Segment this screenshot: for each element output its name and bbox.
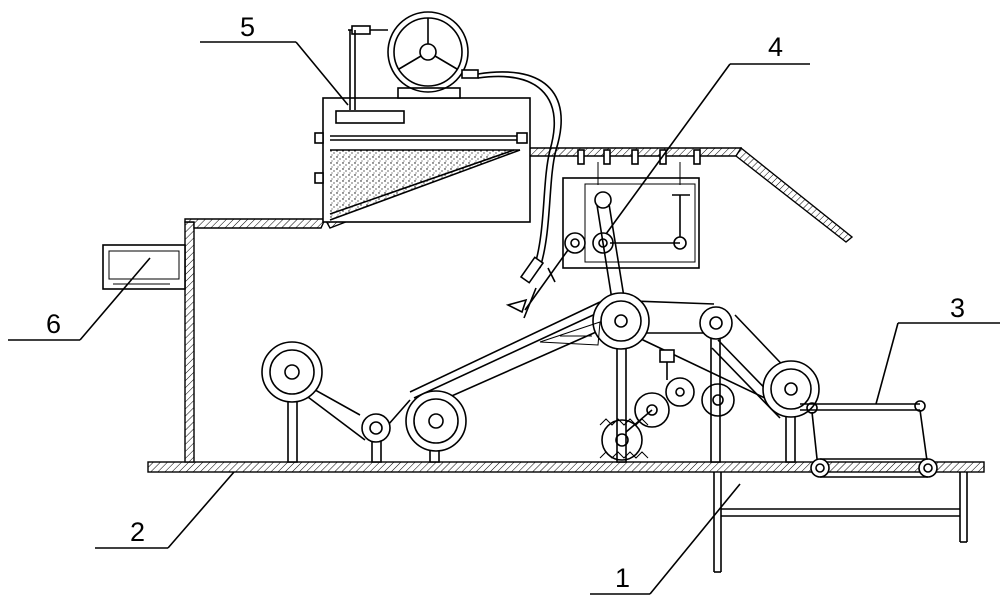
- display-screen: [102, 244, 186, 290]
- label-3: 3: [950, 293, 965, 323]
- spray-nozzle: [505, 249, 569, 319]
- label-1: 1: [615, 563, 630, 593]
- label-2: 2: [130, 517, 145, 547]
- support-frame: [713, 472, 968, 573]
- press-linkage: [800, 400, 938, 478]
- base-plate: [147, 461, 985, 473]
- leader-lines: [8, 41, 1000, 595]
- spray-box: [562, 149, 701, 326]
- gear-train: [599, 349, 735, 461]
- conveyor: [261, 292, 820, 463]
- motor-wheel: [348, 11, 562, 269]
- label-4: 4: [768, 32, 783, 62]
- label-6: 6: [46, 309, 61, 339]
- label-5: 5: [240, 12, 255, 42]
- hopper: [314, 97, 531, 223]
